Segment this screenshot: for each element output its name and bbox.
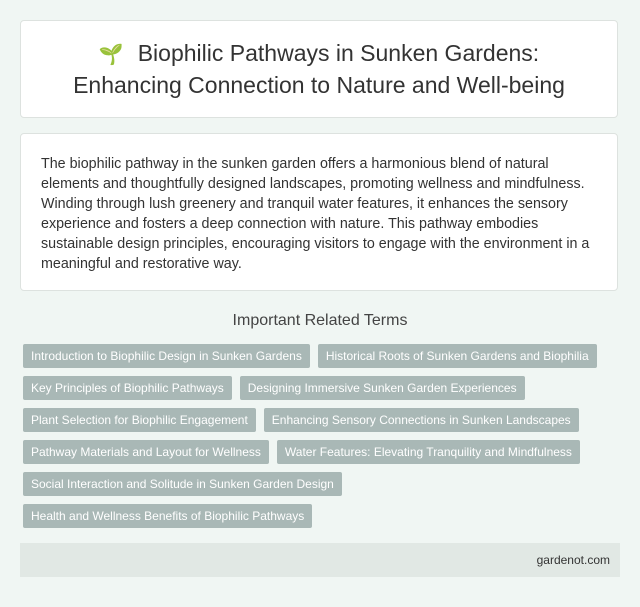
related-terms-heading: Important Related Terms: [232, 312, 408, 329]
description-text: The biophilic pathway in the sunken gard…: [41, 156, 590, 272]
related-term-tag[interactable]: Historical Roots of Sunken Gardens and B…: [317, 344, 597, 368]
related-term-tag[interactable]: Health and Wellness Benefits of Biophili…: [23, 504, 313, 528]
related-term-tag[interactable]: Enhancing Sensory Connections in Sunken …: [263, 408, 579, 432]
footer: gardenot.com: [20, 543, 620, 577]
related-term-tag[interactable]: Social Interaction and Solitude in Sunke…: [23, 472, 342, 496]
title-card: 🌱 Biophilic Pathways in Sunken Gardens: E…: [20, 20, 618, 118]
related-term-tag[interactable]: Pathway Materials and Layout for Wellnes…: [23, 440, 269, 464]
related-term-tag[interactable]: Key Principles of Biophilic Pathways: [23, 376, 232, 400]
description-card: The biophilic pathway in the sunken gard…: [20, 133, 618, 291]
related-term-tag[interactable]: Plant Selection for Biophilic Engagement: [23, 408, 256, 432]
related-term-tag[interactable]: Water Features: Elevating Tranquility an…: [276, 440, 580, 464]
related-term-tag[interactable]: Designing Immersive Sunken Garden Experi…: [239, 376, 525, 400]
page-title: 🌱 Biophilic Pathways in Sunken Gardens: E…: [73, 38, 565, 100]
title-line-2: Enhancing Connection to Nature and Well-…: [73, 72, 565, 98]
footer-site-link[interactable]: gardenot.com: [536, 553, 610, 567]
title-line-1: Biophilic Pathways in Sunken Gardens:: [137, 40, 540, 66]
seedling-icon: 🌱: [98, 44, 124, 66]
related-term-tag[interactable]: Introduction to Biophilic Design in Sunk…: [23, 344, 310, 368]
related-terms-list: Introduction to Biophilic Design in Sunk…: [23, 344, 623, 528]
